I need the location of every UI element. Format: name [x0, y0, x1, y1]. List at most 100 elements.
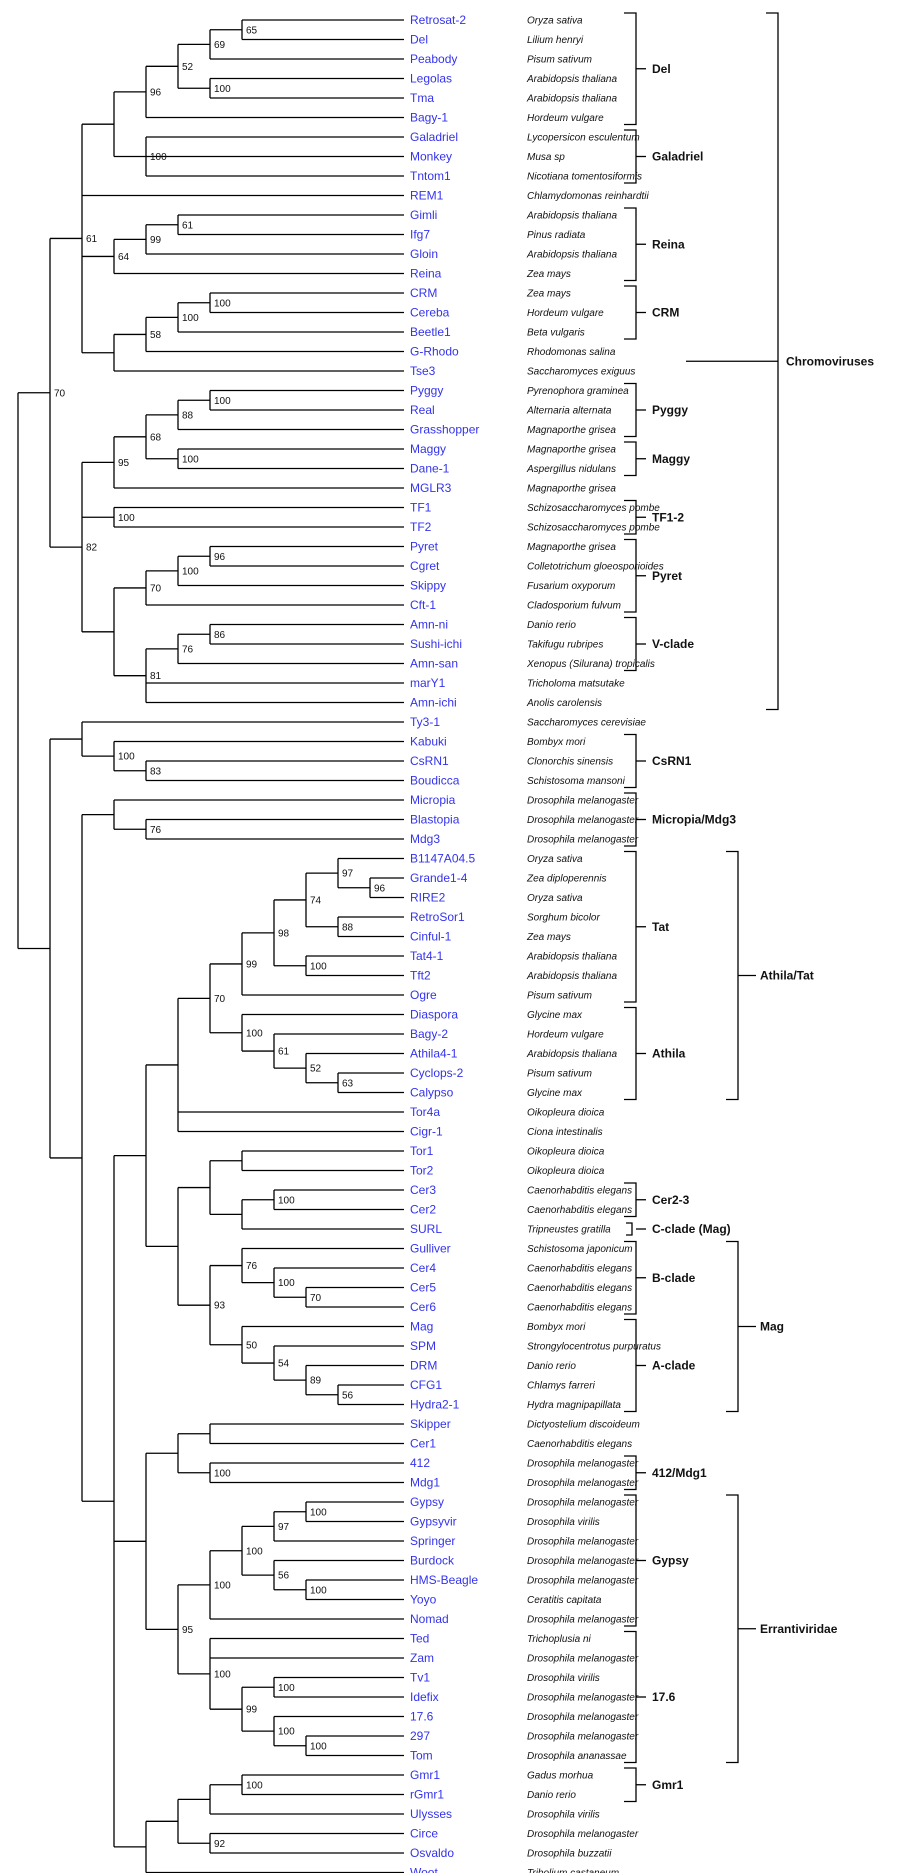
taxon-name: REM1 [410, 189, 444, 203]
clade-bracket [624, 538, 637, 613]
bootstrap-value: 100 [246, 1780, 263, 1791]
host-species: Nicotiana tomentosiformis [527, 172, 642, 183]
bootstrap-value: 88 [342, 922, 354, 933]
clade-label: Chromoviruses [786, 354, 874, 368]
bootstrap-value: 100 [278, 1195, 295, 1206]
bootstrap-value: 76 [246, 1261, 258, 1272]
host-species: Pisum sativum [527, 55, 592, 66]
clade-label: B-clade [652, 1271, 696, 1285]
clade-bracket [626, 1222, 633, 1236]
host-species: Drosophila virilis [527, 1517, 600, 1528]
host-species: Drosophila melanogaster [527, 1556, 639, 1567]
bootstrap-value: 100 [214, 298, 231, 309]
clade-bracket [624, 285, 637, 340]
host-species: Saccharomyces exiguus [527, 367, 635, 378]
bootstrap-value: 70 [150, 583, 162, 594]
taxon-name: Zam [410, 1651, 434, 1665]
taxon-name: Yoyo [410, 1593, 437, 1607]
host-species: Rhodomonas salina [527, 347, 616, 358]
host-species: Zea mays [526, 269, 571, 280]
taxon-name: TF2 [410, 520, 432, 534]
clade-bracket [624, 1006, 637, 1101]
host-species: Drosophila buzzatii [527, 1849, 612, 1860]
taxon-name: RIRE2 [410, 891, 446, 905]
bootstrap-value: 100 [310, 1507, 327, 1518]
taxon-name: Ulysses [410, 1807, 452, 1821]
bootstrap-value: 74 [310, 895, 322, 906]
bootstrap-value: 70 [214, 994, 226, 1005]
clade-bracket [624, 207, 637, 282]
bootstrap-value: 76 [150, 825, 162, 836]
host-species: Oikopleura dioica [527, 1166, 605, 1177]
host-species: Drosophila melanogaster [527, 1712, 639, 1723]
taxon-name: Reina [410, 267, 442, 281]
clade-bracket [726, 1240, 739, 1413]
taxon-name: SPM [410, 1339, 436, 1353]
clade-label: Athila [652, 1047, 686, 1061]
clade-label: CRM [652, 306, 679, 320]
host-species: Oryza sativa [527, 893, 583, 904]
clade-label: Maggy [652, 452, 690, 466]
bootstrap-value: 61 [278, 1047, 290, 1058]
host-species: Caenorhabditis elegans [527, 1439, 632, 1450]
host-species: Drosophila virilis [527, 1810, 600, 1821]
taxon-name: Tse3 [410, 364, 436, 378]
taxon-name: Tv1 [410, 1671, 430, 1685]
host-species: Caenorhabditis elegans [527, 1205, 632, 1216]
clade-label: CsRN1 [652, 754, 692, 768]
bootstrap-value: 93 [214, 1301, 226, 1312]
host-species: Oikopleura dioica [527, 1108, 605, 1119]
clade-bracket [624, 1318, 637, 1413]
bootstrap-value: 98 [278, 928, 290, 939]
host-species: Zea mays [526, 289, 571, 300]
taxon-name: 297 [410, 1729, 430, 1743]
host-species: Hordeum vulgare [527, 308, 604, 319]
taxon-name: Springer [410, 1534, 455, 1548]
clade-label: Del [652, 62, 671, 76]
bootstrap-value: 63 [342, 1078, 354, 1089]
host-species: Hordeum vulgare [527, 1030, 604, 1041]
taxon-name: Cyclops-2 [410, 1066, 464, 1080]
taxon-name: Amn-ichi [410, 696, 457, 710]
host-species: Bombyx mori [527, 1322, 586, 1333]
taxon-name: Cft-1 [410, 598, 436, 612]
clade-label: Cer2-3 [652, 1193, 690, 1207]
taxon-name: MGLR3 [410, 481, 452, 495]
bootstrap-value: 100 [278, 1278, 295, 1289]
taxon-name: Bagy-2 [410, 1027, 448, 1041]
host-species: Drosophila melanogaster [527, 1498, 639, 1509]
taxon-name: Galadriel [410, 130, 458, 144]
host-species: Musa sp [527, 152, 565, 163]
clade-label: V-clade [652, 637, 694, 651]
bootstrap-value: 52 [310, 1064, 322, 1075]
tree-branches [17, 19, 404, 1873]
taxon-name: Woot [410, 1866, 438, 1873]
host-species: Zea diploperennis [526, 874, 607, 885]
taxon-name: Micropia [410, 793, 456, 807]
taxon-name: rGmr1 [410, 1788, 444, 1802]
bootstrap-value: 52 [182, 62, 194, 73]
host-species: Pisum sativum [527, 1069, 592, 1080]
taxon-name: Grande1-4 [410, 871, 468, 885]
bootstrap-value: 61 [182, 220, 194, 231]
bootstrap-value: 68 [150, 432, 162, 443]
bootstrap-value: 99 [246, 1705, 258, 1716]
clade-bracket [624, 1767, 637, 1803]
clade-bracket [624, 733, 637, 789]
host-species: Drosophila melanogaster [527, 796, 639, 807]
host-species: Alternaria alternata [526, 406, 612, 417]
taxon-name: Cinful-1 [410, 930, 452, 944]
taxon-name: Cgret [410, 559, 440, 573]
host-species: Pisum sativum [527, 991, 592, 1002]
host-species: Danio rerio [527, 1361, 576, 1372]
taxon-name: Maggy [410, 442, 446, 456]
bootstrap-value: 100 [246, 1028, 263, 1039]
host-species: Caenorhabditis elegans [527, 1264, 632, 1275]
bootstrap-value: 100 [278, 1683, 295, 1694]
host-species: Lycopersicon esculentum [527, 133, 640, 144]
host-species: Glycine max [527, 1088, 583, 1099]
taxon-name: Gulliver [410, 1242, 451, 1256]
host-species: Drosophila melanogaster [527, 1615, 639, 1626]
taxon-name: Diaspora [410, 1008, 458, 1022]
host-species: Tricholoma matsutake [527, 679, 625, 690]
